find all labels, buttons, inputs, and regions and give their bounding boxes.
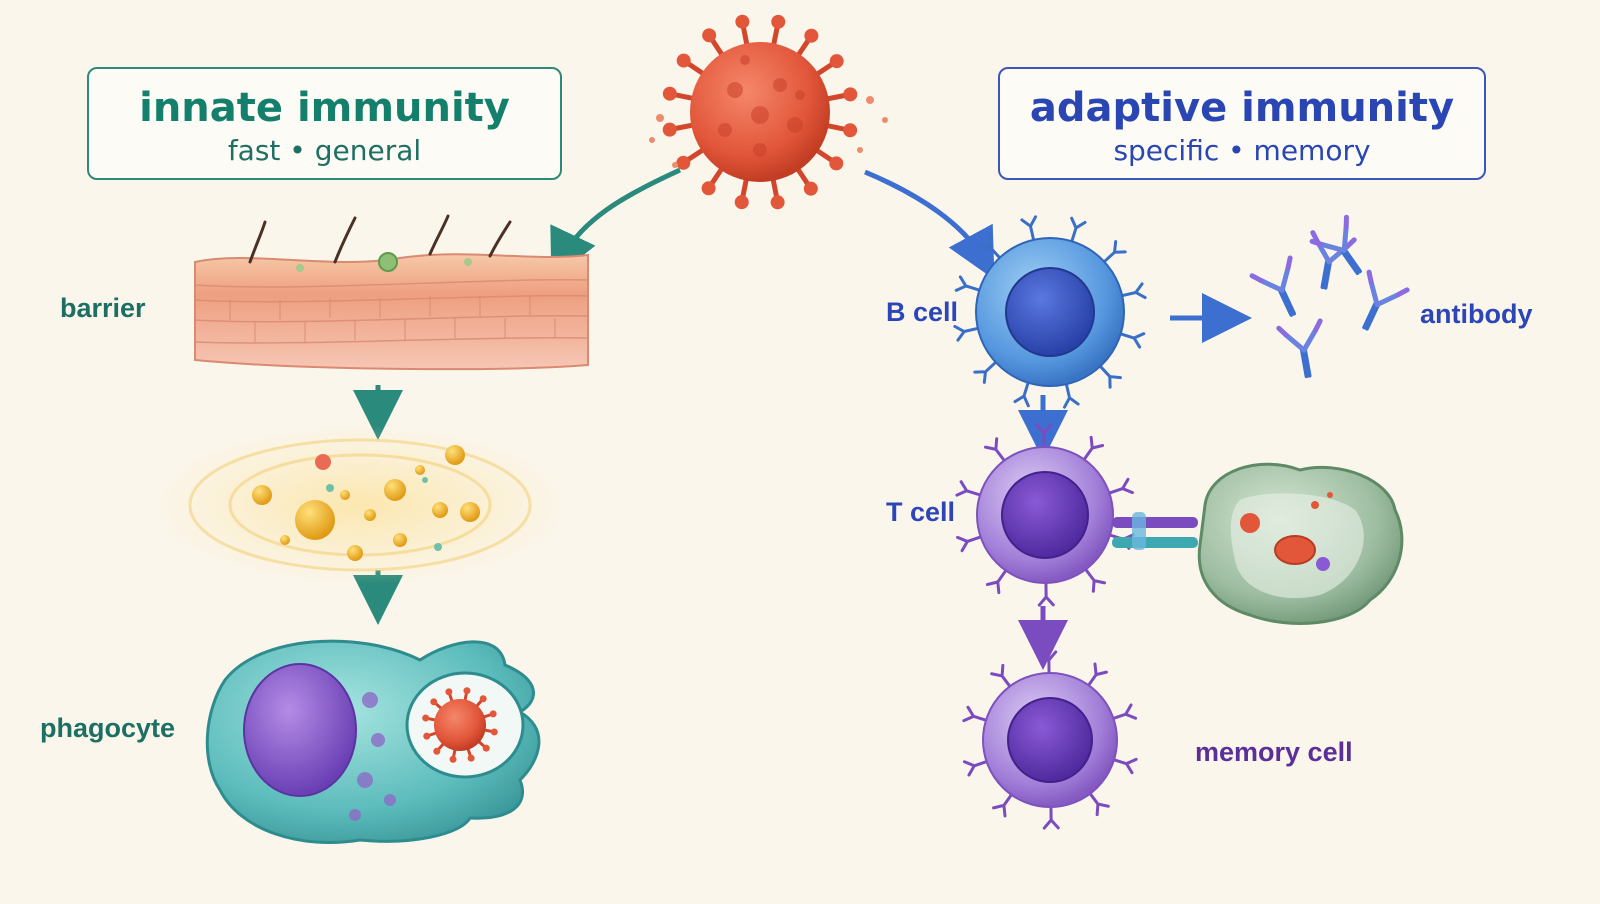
antibody-label: antibody xyxy=(1420,299,1533,329)
skin-layer-icon xyxy=(194,214,589,371)
innate-title: innate immunity xyxy=(139,85,510,131)
t-cell-label: T cell xyxy=(886,497,956,527)
adaptive-immunity-title-box: adaptive immunity specific • memory xyxy=(998,67,1486,180)
phagocyte-icon xyxy=(205,639,541,845)
t-cell-icon xyxy=(955,423,1135,607)
barrier-label: barrier xyxy=(60,293,146,323)
memory-cell-label: memory cell xyxy=(1195,737,1353,767)
virus-icon xyxy=(649,14,888,210)
b-cell-label: B cell xyxy=(886,297,959,327)
memory-cell-icon xyxy=(962,650,1138,830)
innate-subtitle: fast • general xyxy=(227,134,422,167)
adaptive-subtitle: specific • memory xyxy=(1113,134,1371,167)
b-cell-icon xyxy=(953,215,1147,409)
phagocyte-label: phagocyte xyxy=(40,713,176,743)
cytokine-icon xyxy=(150,425,570,585)
arrow-to-innate xyxy=(550,167,682,281)
antibody-icon xyxy=(1249,214,1410,379)
adaptive-title: adaptive immunity xyxy=(1029,85,1455,131)
arrow-to-adaptive xyxy=(864,169,995,280)
tcell-binding-connector xyxy=(1112,512,1198,550)
innate-immunity-title-box: innate immunity fast • general xyxy=(87,67,562,180)
infected-cell-icon xyxy=(1197,462,1404,625)
